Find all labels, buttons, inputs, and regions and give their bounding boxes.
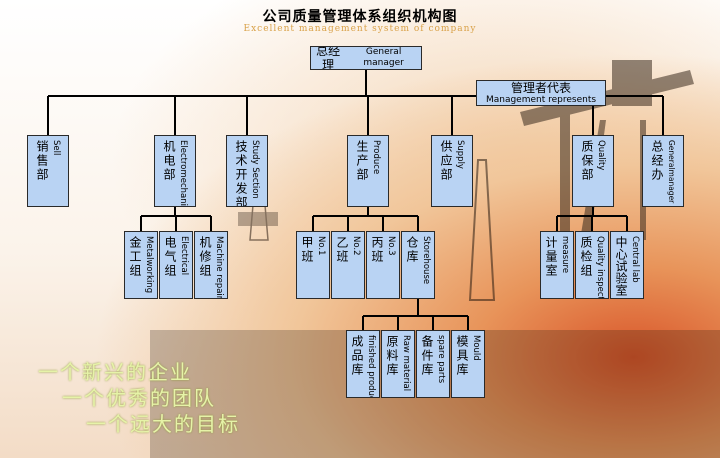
slogan-2: 一个优秀的团队 bbox=[62, 386, 216, 410]
chart-title: 公司质量管理体系组织机构图 bbox=[262, 9, 458, 25]
general-manager-en: General manager bbox=[363, 47, 404, 68]
management-rep-zh: 管理者代表 bbox=[510, 80, 571, 95]
management-rep-en: Management represents bbox=[485, 94, 597, 105]
slogan-1: 一个新兴的企业 bbox=[38, 360, 192, 384]
management-rep-box: 管理者代表 Management represents bbox=[476, 80, 606, 106]
chart-subtitle: Excellent management system of company bbox=[243, 24, 477, 34]
general-manager-box: 总经理 General manager bbox=[310, 46, 422, 70]
general-manager-zh: 总经理 bbox=[316, 46, 341, 70]
slogan-3: 一个远大的目标 bbox=[86, 412, 240, 436]
